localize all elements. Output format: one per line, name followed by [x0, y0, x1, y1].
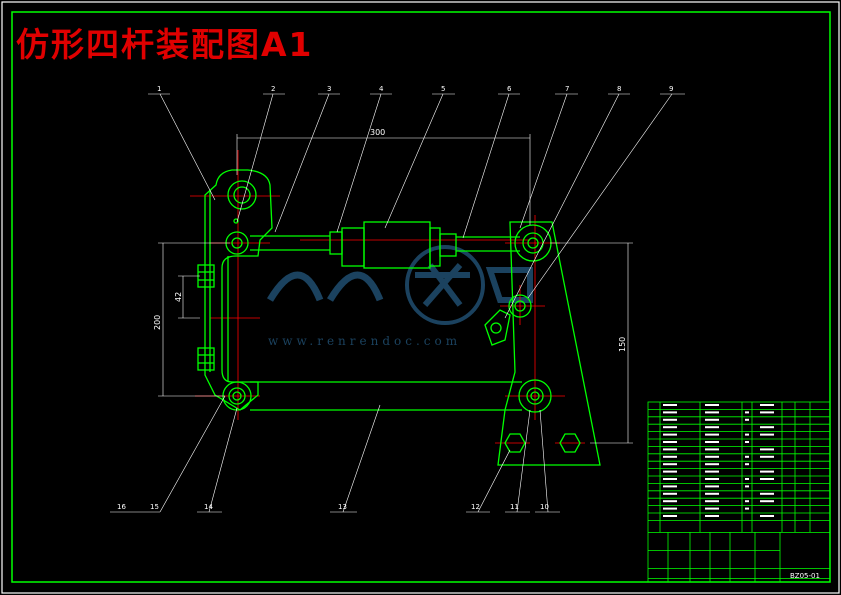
table-cell-mark [663, 426, 677, 429]
table-cell-mark [745, 507, 749, 510]
mechanism-outline [197, 169, 601, 466]
table-cell-mark [663, 418, 677, 421]
part-label-4: 4 [379, 85, 384, 93]
part-label-2: 2 [271, 85, 275, 93]
table-cell-mark [705, 448, 719, 451]
table-cell-mark [705, 470, 719, 473]
table-cell-mark [745, 478, 749, 480]
part-label-14: 14 [204, 503, 213, 511]
table-cell-mark [705, 441, 719, 443]
part-label-13: 13 [338, 503, 347, 511]
table-cell-mark [760, 455, 774, 458]
table-cell-mark [760, 515, 774, 517]
table-cell-mark [663, 448, 677, 451]
table-cell-mark [705, 433, 719, 436]
table-cell-mark [745, 485, 749, 488]
dim-left-overall: 200 [153, 315, 162, 330]
table-cell-mark [663, 515, 677, 517]
table-cell-mark [663, 492, 677, 495]
table-cell-mark [760, 492, 774, 495]
table-cell-mark [663, 433, 677, 436]
part-label-1: 1 [157, 85, 161, 93]
table-cell-mark [705, 411, 719, 414]
table-cell-mark [760, 500, 774, 503]
table-cell-mark [745, 433, 749, 436]
table-cell-mark [663, 411, 677, 414]
table-cell-mark [705, 492, 719, 495]
dim-left-inner: 42 [174, 292, 183, 302]
part-label-11: 11 [510, 503, 519, 511]
table-cell-mark [745, 418, 749, 421]
table-cell-mark [760, 470, 774, 473]
table-cell-mark [745, 455, 749, 458]
table-cell-mark [760, 426, 774, 429]
table-cell-mark [705, 455, 719, 458]
part-label-15: 15 [150, 503, 159, 511]
part-label-12: 12 [471, 503, 480, 511]
table-cell-mark [745, 500, 749, 503]
table-cell-mark [663, 455, 677, 458]
part-label-10: 10 [540, 503, 549, 511]
table-cell-mark [663, 500, 677, 503]
table-cell-mark [705, 515, 719, 517]
table-cell-mark [760, 404, 774, 406]
table-cell-mark [760, 411, 774, 414]
table-cell-mark [705, 500, 719, 503]
part-label-6: 6 [507, 85, 512, 93]
drawing-title: 仿形四杆装配图A1 [16, 25, 314, 64]
table-cell-mark [705, 485, 719, 488]
table-cell-mark [705, 463, 719, 466]
table-cell-mark [705, 478, 719, 480]
watermark: www.renrendoc.com [266, 245, 533, 348]
table-cell-mark [663, 470, 677, 473]
table-cell-mark [760, 478, 774, 480]
drawing-number: BZ05-01 [790, 572, 820, 580]
dimension-lines [158, 134, 633, 444]
table-cell-mark [663, 485, 677, 488]
table-cell-mark [663, 507, 677, 510]
part-label-8: 8 [617, 85, 621, 93]
table-cell-mark [760, 433, 774, 436]
table-cell-mark [745, 411, 749, 414]
table-cell-mark [760, 448, 774, 451]
table-cell-mark [663, 478, 677, 480]
leader-lines [110, 93, 685, 513]
dim-right: 150 [618, 337, 627, 352]
dim-top: 300 [370, 128, 385, 137]
table-cell-mark [705, 418, 719, 421]
inner-frame [11, 11, 831, 583]
table-cell-mark [705, 507, 719, 510]
table-cell-mark [663, 463, 677, 466]
table-cell-mark [663, 404, 677, 406]
watermark-url: www.renrendoc.com [268, 334, 461, 348]
part-label-3: 3 [327, 85, 331, 93]
part-label-7: 7 [565, 85, 569, 93]
table-cell-mark [663, 441, 677, 443]
part-label-16: 16 [117, 503, 126, 511]
table-cell-mark [745, 441, 749, 443]
table-cell-mark [745, 463, 749, 466]
part-label-5: 5 [441, 85, 445, 93]
table-cell-mark [705, 404, 719, 406]
table-cell-mark [705, 426, 719, 429]
title-block: BZ05-01 [647, 401, 831, 583]
part-label-9: 9 [669, 85, 673, 93]
